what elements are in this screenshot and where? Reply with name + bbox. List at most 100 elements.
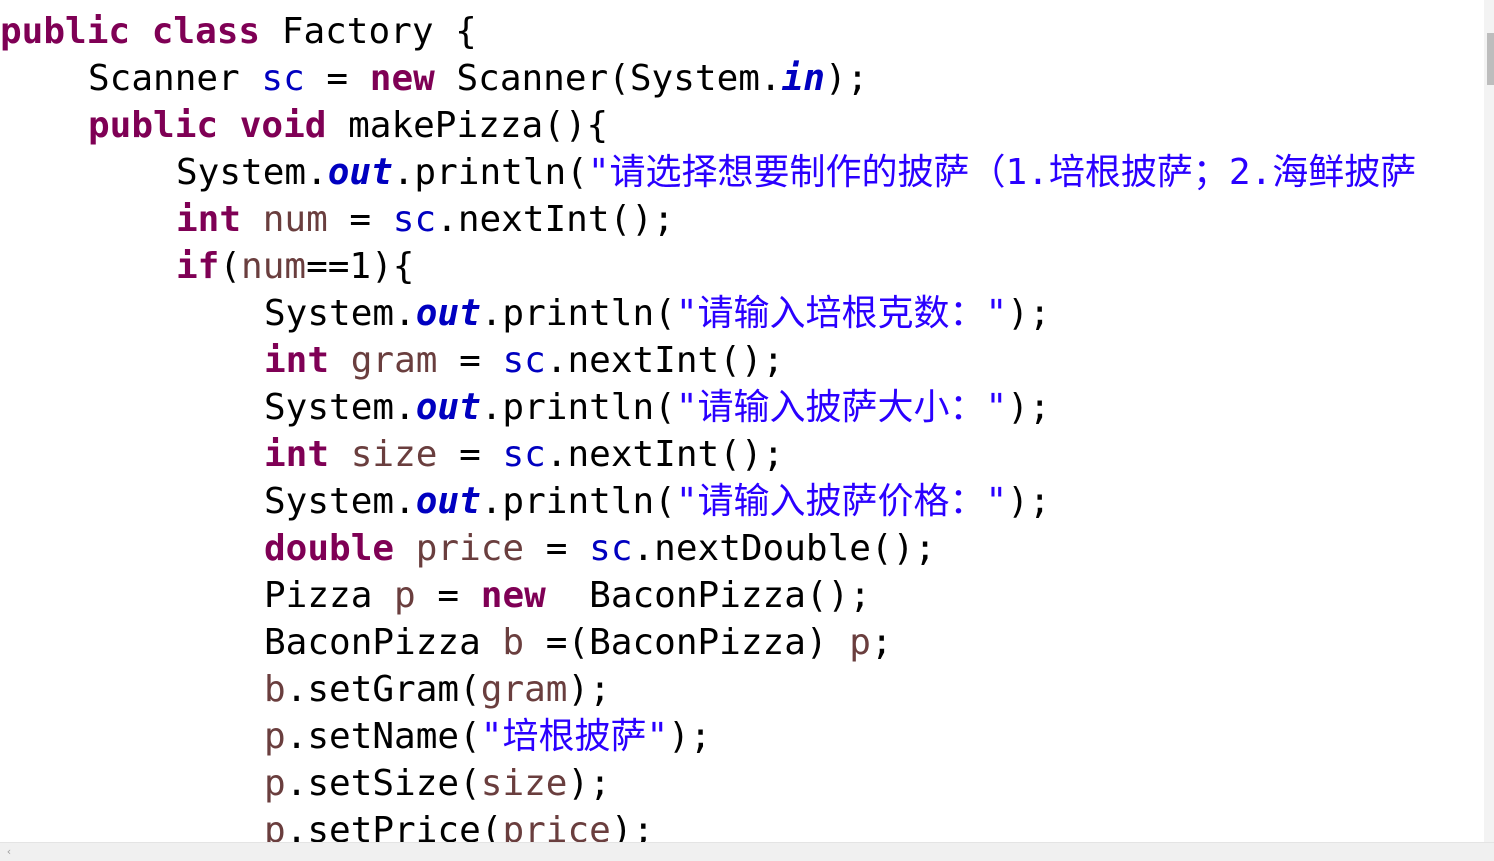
string-literal: "请输入培根克数："	[675, 293, 1008, 334]
string-literal: "请输入披萨大小："	[675, 387, 1008, 428]
code-text	[218, 105, 240, 146]
code-line[interactable]: int size = sc.nextInt();	[0, 431, 784, 478]
code-text: =	[437, 340, 503, 381]
code-text: ==1){	[306, 246, 415, 287]
code-text: BaconPizza();	[545, 575, 871, 616]
code-text: .nextInt();	[436, 199, 675, 240]
code-text: =(BaconPizza)	[524, 622, 850, 663]
static-field-reference: out	[327, 152, 393, 193]
code-line[interactable]: System.out.println("请选择想要制作的披萨（1.培根披萨；2.…	[0, 149, 1416, 196]
code-text: BaconPizza	[264, 622, 503, 663]
static-field-reference: out	[415, 293, 481, 334]
local-variable: p	[264, 716, 286, 757]
code-editor[interactable]: public class Factory {Scanner sc = new S…	[0, 0, 1484, 842]
chevron-left-icon[interactable]: ‹	[6, 845, 12, 858]
field-reference: sc	[502, 434, 546, 475]
string-literal: "请输入披萨价格："	[675, 481, 1008, 522]
field-reference: sc	[261, 58, 305, 99]
code-line[interactable]: System.out.println("请输入披萨大小：");	[0, 384, 1051, 431]
local-variable: size	[350, 434, 438, 475]
code-text: =	[304, 58, 370, 99]
code-text: .println(	[480, 387, 676, 428]
keyword: int	[264, 434, 330, 475]
code-text: Scanner(System.	[434, 58, 782, 99]
code-text: =	[327, 199, 393, 240]
code-text: Scanner	[88, 58, 262, 99]
field-reference: sc	[589, 528, 633, 569]
code-text: );	[610, 810, 655, 842]
code-line[interactable]: BaconPizza b =(BaconPizza) p;	[0, 619, 893, 666]
keyword: new	[369, 58, 435, 99]
code-text: );	[567, 763, 611, 804]
code-text: System.	[264, 481, 416, 522]
code-line[interactable]: Pizza p = new BaconPizza();	[0, 572, 871, 619]
code-line[interactable]: double price = sc.nextDouble();	[0, 525, 936, 572]
code-text: ;	[870, 622, 893, 663]
code-text: .setPrice(	[285, 810, 503, 842]
local-variable: price	[502, 810, 611, 842]
horizontal-scrollbar[interactable]: ‹	[0, 842, 1494, 861]
string-literal: "培根披萨"	[480, 716, 669, 757]
keyword: int	[264, 340, 330, 381]
static-field-reference: in	[781, 58, 825, 99]
code-text: );	[1007, 481, 1051, 522]
field-reference: sc	[502, 340, 546, 381]
code-text: =	[437, 434, 503, 475]
keyword: int	[176, 199, 242, 240]
code-text: );	[668, 716, 712, 757]
code-line[interactable]: public void makePizza(){	[0, 102, 608, 149]
code-line[interactable]: p.setSize(size);	[0, 760, 611, 807]
code-text: System.	[264, 293, 416, 334]
local-variable: p	[264, 810, 286, 842]
code-line[interactable]: b.setGram(gram);	[0, 666, 611, 713]
code-text: makePizza(){	[326, 105, 609, 146]
code-line[interactable]: public class Factory {	[0, 8, 477, 55]
local-variable: num	[262, 199, 328, 240]
code-text: =	[524, 528, 590, 569]
code-text: );	[567, 669, 611, 710]
local-variable: b	[264, 669, 286, 710]
code-text: (	[219, 246, 242, 287]
code-text	[241, 199, 263, 240]
code-line[interactable]: p.setPrice(price);	[0, 807, 654, 842]
local-variable: gram	[480, 669, 568, 710]
keyword: double	[264, 528, 395, 569]
code-text: .nextInt();	[545, 434, 785, 475]
code-text	[329, 434, 351, 475]
code-text: );	[1007, 387, 1051, 428]
local-variable: price	[415, 528, 525, 569]
vertical-scrollbar[interactable]	[1484, 0, 1494, 842]
code-text: .println(	[480, 481, 676, 522]
local-variable: p	[264, 763, 286, 804]
keyword: class	[151, 11, 261, 52]
code-text	[329, 340, 351, 381]
code-text: Pizza	[264, 575, 395, 616]
code-text	[130, 11, 152, 52]
vertical-scrollbar-thumb[interactable]	[1487, 33, 1494, 85]
code-text: .println(	[480, 293, 676, 334]
code-text: .println(	[392, 152, 588, 193]
local-variable: size	[480, 763, 568, 804]
code-line[interactable]: int gram = sc.nextInt();	[0, 337, 784, 384]
keyword: void	[239, 105, 327, 146]
local-variable: gram	[350, 340, 438, 381]
local-variable: p	[394, 575, 416, 616]
code-line[interactable]: System.out.println("请输入披萨价格：");	[0, 478, 1051, 525]
code-text: .nextInt();	[545, 340, 785, 381]
code-text: .setSize(	[285, 763, 481, 804]
code-text: );	[824, 58, 869, 99]
code-line[interactable]: if(num==1){	[0, 243, 414, 290]
code-text: .setName(	[285, 716, 481, 757]
code-text: Factory {	[260, 11, 477, 52]
code-text: .nextDouble();	[632, 528, 936, 569]
code-line[interactable]: int num = sc.nextInt();	[0, 196, 675, 243]
field-reference: sc	[392, 199, 437, 240]
code-line[interactable]: Scanner sc = new Scanner(System.in);	[0, 55, 868, 102]
code-line[interactable]: p.setName("培根披萨");	[0, 713, 711, 760]
code-line[interactable]: System.out.println("请输入培根克数：");	[0, 290, 1051, 337]
code-text: System.	[264, 387, 416, 428]
static-field-reference: out	[415, 481, 481, 522]
code-text	[394, 528, 416, 569]
keyword: if	[176, 246, 220, 287]
code-text: System.	[176, 152, 328, 193]
